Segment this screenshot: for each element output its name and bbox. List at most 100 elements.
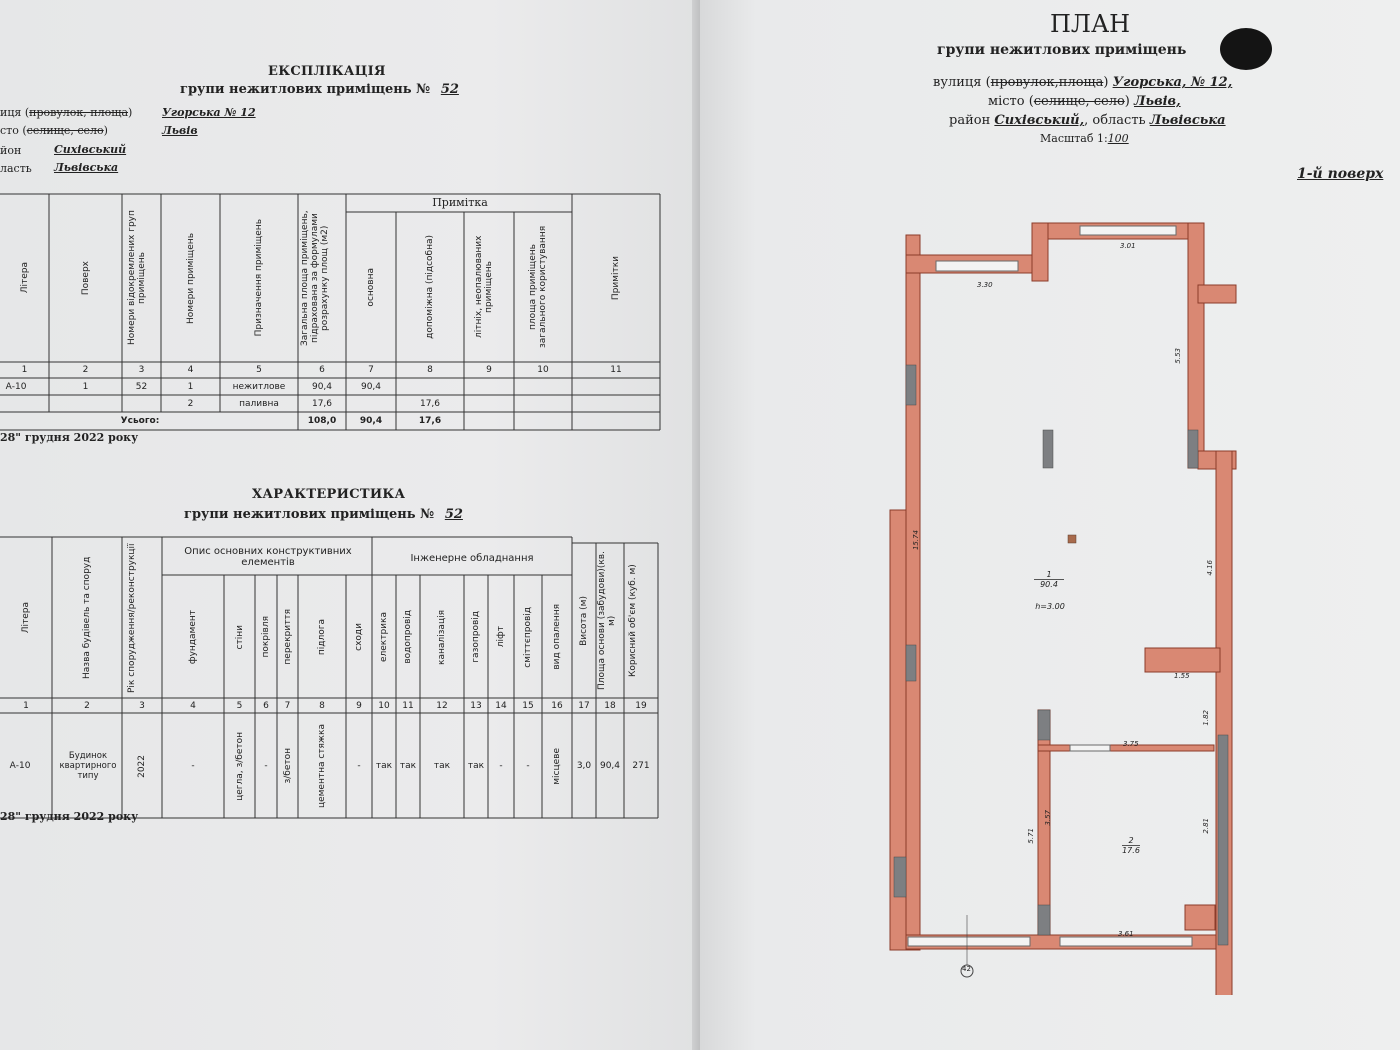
total-label: Усього: bbox=[120, 415, 160, 426]
region-label: ласть bbox=[0, 162, 32, 175]
city-value: Львів bbox=[162, 124, 198, 137]
char-colnum: 5 bbox=[236, 700, 243, 711]
table-cell: 3,0 bbox=[576, 761, 592, 771]
door-room2 bbox=[1069, 744, 1111, 752]
dim-label: 3.61 bbox=[1118, 930, 1134, 938]
table-cell: так bbox=[467, 761, 485, 771]
explication-subtitle: групи нежитлових приміщень № 52 bbox=[180, 82, 459, 97]
table-cell: - bbox=[499, 761, 503, 771]
table-cell: А-10 bbox=[9, 761, 31, 771]
char-header-9: сходи bbox=[354, 623, 364, 651]
plan-subtitle: групи нежитлових приміщень bbox=[937, 42, 1187, 58]
table-cell: 17,6 bbox=[311, 398, 333, 409]
char-header-2: Назва будівель та споруд bbox=[82, 556, 92, 680]
explication-title: ЕКСПЛІКАЦІЯ bbox=[268, 64, 386, 79]
window-1 bbox=[935, 260, 1019, 272]
exp-colnum: 8 bbox=[427, 365, 433, 375]
char-header-18: Площа основи (забудови)(кв. м) bbox=[597, 551, 617, 691]
wall-right-notch bbox=[1197, 284, 1237, 304]
table-cell: так bbox=[375, 761, 393, 771]
char-colnum: 3 bbox=[139, 700, 145, 711]
column-3 bbox=[893, 856, 907, 898]
char-header-5: стіни bbox=[234, 624, 245, 650]
char-header-12: каналізація bbox=[437, 609, 447, 665]
characteristic-subtitle: групи нежитлових приміщень № 52 bbox=[184, 507, 463, 522]
table-cell: місцеве bbox=[552, 747, 562, 785]
total-area: 108,0 bbox=[307, 416, 337, 426]
char-colnum: 13 bbox=[470, 700, 482, 711]
exp-header-4: Номери приміщень bbox=[185, 232, 196, 324]
table-cell: цегла, з/бетон bbox=[234, 731, 245, 801]
dim-label: 2.81 bbox=[1202, 818, 1210, 834]
exp-colnum: 10 bbox=[537, 365, 549, 375]
plan-floor: 1-й поверх bbox=[1297, 166, 1384, 182]
wall-step bbox=[1031, 222, 1049, 282]
street-value: Угорська № 12 bbox=[162, 106, 256, 119]
characteristic-title: ХАРАКТЕРИСТИКА bbox=[252, 487, 406, 502]
table-cell: А-10 bbox=[5, 381, 27, 392]
column-2 bbox=[905, 644, 917, 682]
plan-city-line: місто (селище, село) Львів, bbox=[988, 94, 1181, 109]
dim-label: 3.01 bbox=[1120, 242, 1136, 250]
char-colnum: 2 bbox=[84, 700, 90, 711]
char-header-1: Літера bbox=[21, 602, 31, 634]
table-cell: 1 bbox=[82, 381, 89, 392]
plan-street-line: вулиця (провулок,площа) Угорська, № 12, bbox=[933, 75, 1233, 90]
exp-colnum: 6 bbox=[319, 365, 325, 375]
char-colnum: 19 bbox=[635, 700, 647, 711]
total-main: 90,4 bbox=[359, 416, 383, 426]
left-page: ЕКСПЛІКАЦІЯ групи нежитлових приміщень №… bbox=[0, 0, 700, 1050]
exp-header-9: літніх, неопалюваних приміщень bbox=[474, 235, 494, 339]
room1-height: h=3.00 bbox=[1035, 602, 1065, 611]
window-4 bbox=[1059, 936, 1193, 947]
char-header-8: підлога bbox=[317, 618, 327, 656]
exp-colnum: 3 bbox=[138, 365, 145, 375]
dim-label: 15.74 bbox=[912, 530, 920, 551]
table-cell: так bbox=[399, 761, 417, 771]
city-label: сто (селище, село) bbox=[0, 124, 108, 137]
column-1 bbox=[905, 364, 917, 406]
char-colnum: 10 bbox=[378, 700, 390, 711]
district-value: Сихівський bbox=[54, 143, 127, 156]
right-page: ПЛАН групи нежитлових приміщень вулиця (… bbox=[700, 0, 1400, 1050]
char-colnum: 7 bbox=[284, 700, 291, 711]
total-aux: 17,6 bbox=[418, 416, 442, 426]
column-7 bbox=[1037, 709, 1051, 741]
char-colnum: 15 bbox=[522, 700, 534, 711]
wall-room2-top bbox=[1037, 744, 1215, 752]
characteristic-date: 28" грудня 2022 року bbox=[0, 810, 139, 823]
floor-plan bbox=[889, 222, 1237, 995]
window-3 bbox=[907, 936, 1031, 947]
table-cell: 52 bbox=[135, 381, 148, 392]
char-colnum: 8 bbox=[319, 700, 325, 711]
wall-partition bbox=[1144, 647, 1221, 673]
exp-header-3: Номери відокремлених груп приміщень bbox=[126, 210, 147, 346]
exp-colnum: 2 bbox=[82, 365, 89, 375]
table-cell: 1 bbox=[187, 381, 194, 392]
table-cell: з/бетон bbox=[282, 748, 293, 784]
exp-colnum: 5 bbox=[256, 365, 262, 375]
char-header-19: Корисний об'єм (куб. м) bbox=[628, 564, 638, 678]
room1-label: 1 90.4 bbox=[1034, 570, 1064, 589]
wall-left bbox=[905, 234, 921, 951]
dim-label: 1.55 bbox=[1174, 672, 1190, 680]
exp-header-10: площа приміщень загального користування bbox=[528, 225, 548, 349]
plan-city-value: Львів, bbox=[1134, 94, 1181, 109]
district-label: йон bbox=[0, 144, 22, 157]
char-header-7: перекриття bbox=[282, 609, 293, 665]
table-cell: так bbox=[433, 761, 451, 771]
char-header-11: водопровід bbox=[403, 610, 413, 664]
characteristic-group-no: 52 bbox=[444, 507, 463, 522]
exp-header-5: Призначення приміщень bbox=[254, 219, 264, 337]
char-colnum: 1 bbox=[23, 700, 29, 711]
exp-colnum: 11 bbox=[610, 365, 622, 375]
exp-header-1: Літера bbox=[19, 262, 30, 294]
column-4 bbox=[1187, 429, 1199, 469]
plan-title: ПЛАН bbox=[1050, 10, 1131, 38]
char-colnum: 4 bbox=[190, 700, 196, 711]
char-group-desc: Опис основних конструктивних елементів bbox=[184, 546, 352, 568]
table-cell: паливна bbox=[239, 398, 279, 409]
characteristic-table-grid bbox=[0, 536, 659, 819]
char-colnum: 18 bbox=[604, 700, 616, 711]
table-cell: 271 bbox=[632, 761, 650, 771]
